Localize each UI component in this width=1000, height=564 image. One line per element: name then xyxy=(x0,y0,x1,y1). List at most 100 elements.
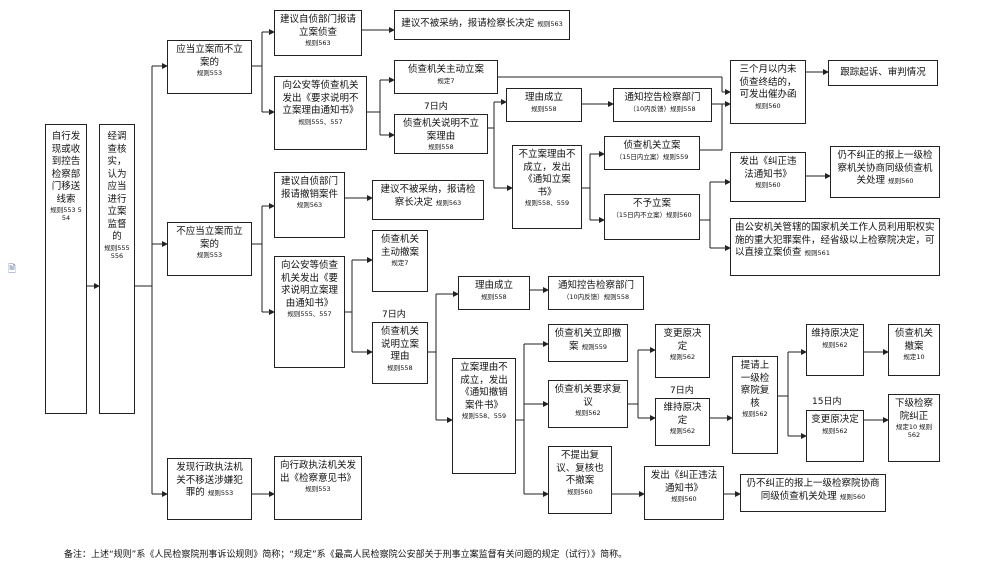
node-not-adopted-1-rule: 规则563 xyxy=(537,20,563,28)
node-suggest-withdraw-text: 建议自侦部门报请撤销案件 xyxy=(280,176,338,200)
node-request-review-text: 提请上一级检察院复核 xyxy=(740,360,770,409)
label-7days-3: 7日内 xyxy=(670,386,694,396)
node-direct-investigation-text: 由公安机关管辖的国家机关工作人员利用职权实施的重大犯罪案件，经省级以上检察院决定… xyxy=(735,222,935,259)
node-change-decision-1: 变更原决定 规则562 xyxy=(655,324,710,378)
node-agency-reconsideration: 侦查机关要求复议 规则562 xyxy=(548,380,628,428)
node-require-explain-file-rule: 规则555、557 xyxy=(287,310,332,319)
node-correction-notice-2: 发出《纠正违法通知书》 规则560 xyxy=(644,466,724,520)
node-maintain-decision-1-text: 维持原决定 xyxy=(663,402,702,426)
node-not-adopted-1-text: 建议不被采纳，报请检察长决定 xyxy=(401,18,535,29)
node-not-adopted-2-text: 建议不被采纳，报请检察长决定 xyxy=(380,184,476,208)
node-reason-valid-2-text: 理由成立 xyxy=(474,280,513,291)
node-should-not-file-rule: 规则553 xyxy=(196,251,223,260)
node-direct-investigation-rule: 规则561 xyxy=(804,249,830,258)
node-report-superior-1-rule: 规则560 xyxy=(888,177,914,186)
node-three-months-text: 三个月以内未侦查终结的，可发出催办函 xyxy=(739,64,797,101)
node-agency-files: 侦查机关主动立案 规定7 xyxy=(394,60,498,94)
node-maintain-decision-1-rule: 规则562 xyxy=(669,427,696,436)
node-lower-correct: 下级检察院纠正 规定10 规则562 xyxy=(888,394,940,462)
node-should-not-file: 不应当立案而立案的 规则553 xyxy=(167,222,252,276)
node-not-adopted-2-rule: 规则563 xyxy=(435,198,462,207)
node-reason-valid-1: 理由成立 规则558 xyxy=(506,88,582,122)
node-agency-immediate-withdraw: 侦查机关立即撤案 规则559 xyxy=(548,324,628,362)
node-should-file-text: 应当立案而不立案的 xyxy=(176,44,243,68)
node-verified-text: 经调查核实，认为应当进行立案监督的 xyxy=(107,131,127,243)
node-change-decision-1-rule: 规则562 xyxy=(669,353,696,362)
node-agency-reconsideration-text: 侦查机关要求复议 xyxy=(554,384,622,408)
node-agency-withdraws: 侦查机关主动撤案 规定7 xyxy=(372,230,428,292)
node-correction-notice-1-rule: 规则560 xyxy=(755,181,781,190)
node-lower-correct-text: 下级检察院纠正 xyxy=(894,398,933,422)
node-agency-reconsideration-rule: 规则562 xyxy=(575,409,601,418)
node-agency-withdraw-final-rule: 规定10 xyxy=(903,353,925,362)
node-agency-withdraws-rule: 规定7 xyxy=(391,259,409,268)
node-maintain-decision-1: 维持原决定 规则562 xyxy=(655,398,710,446)
node-reason-valid-2: 理由成立 规则558 xyxy=(458,276,530,310)
node-report-superior-1: 仍不纠正的报上一级检察机关协商同级侦查机关处理 规则560 xyxy=(830,146,940,198)
node-change-decision-2-text: 变更原决定 xyxy=(811,414,859,425)
node-suggest-investigate-rule: 规则563 xyxy=(305,39,331,48)
node-notify-complaint-1-rule: （10内反馈）规则558 xyxy=(629,104,696,113)
node-require-explain-file-text: 向公安等侦查机关发出《要求说明立案理由通知书》 xyxy=(280,260,338,309)
node-procuratorial-opinion-rule: 规则553 xyxy=(305,485,331,494)
label-7days-1: 7日内 xyxy=(424,102,448,112)
node-verified-rule: 规则555 556 xyxy=(104,243,130,260)
node-admin-no-transfer-text: 发现行政执法机关不移送涉嫌犯罪的 xyxy=(176,462,243,499)
node-change-decision-1-text: 变更原决定 xyxy=(663,328,702,352)
node-agency-files-text: 侦查机关主动立案 xyxy=(407,64,484,75)
node-no-reconsideration-rule: 规则560 xyxy=(567,487,593,496)
node-clue-source: 自行发现或收到控告检察部门移送线索 规则553 554 xyxy=(45,124,87,414)
node-should-not-file-text: 不应当立案而立案的 xyxy=(176,226,243,250)
node-procuratorial-opinion-text: 向行政执法机关发出《检察意见书》 xyxy=(279,460,356,484)
node-change-decision-2-rule: 规则562 xyxy=(822,426,848,435)
node-agency-withdraw-final-text: 侦查机关撤案 xyxy=(894,328,933,352)
node-lower-correct-rule: 规定10 规则562 xyxy=(895,423,933,439)
node-correction-notice-1: 发出《纠正违法通知书》 规则560 xyxy=(730,152,806,202)
node-admin-no-transfer-rule: 规则553 xyxy=(207,489,234,498)
node-refuse-file-text: 不予立案 xyxy=(632,198,671,209)
node-request-review: 提请上一级检察院复核 规则562 xyxy=(732,356,778,454)
node-admin-no-transfer: 发现行政执法机关不移送涉嫌犯罪的 规则553 xyxy=(167,458,252,520)
node-clue-source-rule: 规则553 554 xyxy=(50,206,82,222)
node-reason-invalid-1: 不立案理由不成立，发出《通知立案书》 规则558、559 xyxy=(512,145,582,229)
node-agency-files-case: 侦查机关立案 （15日内立案）规则559 xyxy=(604,136,700,170)
node-notify-complaint-2: 通知控告检察部门 （10内反馈）规则558 xyxy=(548,276,644,310)
node-no-reconsideration-text: 不提出复议、复核也不撤案 xyxy=(556,450,604,487)
node-refuse-file: 不予立案 （15日内不立案）规则560 xyxy=(604,194,700,240)
footnote: 备注：上述“规则”系《人民检察院刑事诉讼规则》简称；“规定”系《最高人民检察院公… xyxy=(64,550,628,560)
node-notify-complaint-2-text: 通知控告检察部门 xyxy=(557,280,634,291)
node-suggest-withdraw: 建议自侦部门报请撤销案件 规则563 xyxy=(274,172,345,238)
node-agency-explains-file-text: 侦查机关说明立案理由 xyxy=(380,326,419,363)
node-maintain-decision-2-text: 维持原决定 xyxy=(811,328,859,339)
node-no-reconsideration: 不提出复议、复核也不撤案 规则560 xyxy=(548,446,612,514)
node-agency-files-case-text: 侦查机关立案 xyxy=(623,140,681,151)
node-agency-immediate-withdraw-text: 侦查机关立即撤案 xyxy=(554,328,622,352)
node-suggest-investigate: 建议自侦部门报请立案侦查 规则563 xyxy=(274,10,362,56)
node-reason-valid-1-text: 理由成立 xyxy=(524,92,563,103)
node-reason-valid-1-rule: 规则558 xyxy=(531,104,557,113)
node-report-superior-2-text: 仍不纠正的报上一级检察院协商同级侦查机关处理 xyxy=(746,478,880,502)
node-agency-files-rule: 规定7 xyxy=(437,76,455,85)
node-reason-invalid-2-rule: 规则558、559 xyxy=(461,412,507,421)
node-agency-explains-text: 侦查机关说明不立案理由 xyxy=(402,118,479,142)
node-not-adopted-1: 建议不被采纳，报请检察长决定 规则563 xyxy=(394,10,570,40)
node-maintain-decision-2: 维持原决定 规则562 xyxy=(806,324,864,376)
node-agency-withdraws-text: 侦查机关主动撤案 xyxy=(380,234,419,258)
node-track-trial-text: 跟踪起诉、审判情况 xyxy=(840,67,926,78)
node-suggest-withdraw-rule: 规则563 xyxy=(296,201,323,210)
node-three-months-rule: 规则560 xyxy=(755,101,781,110)
node-request-review-rule: 规则562 xyxy=(742,410,768,419)
node-require-explain-no-file-rule: 规则555、557 xyxy=(298,117,343,126)
node-direct-investigation: 由公安机关管辖的国家机关工作人员利用职权实施的重大犯罪案件，经省级以上检察院决定… xyxy=(730,218,940,276)
node-correction-notice-1-text: 发出《纠正违法通知书》 xyxy=(739,156,797,180)
label-7days-2: 7日内 xyxy=(382,310,406,320)
node-not-adopted-2: 建议不被采纳，报请检察长决定 规则563 xyxy=(372,180,484,220)
node-agency-immediate-withdraw-rule: 规则559 xyxy=(581,342,607,351)
node-suggest-investigate-text: 建议自侦部门报请立案侦查 xyxy=(279,14,356,38)
node-require-explain-no-file-text: 向公安等侦查机关发出《要求说明不立案理由通知书》 xyxy=(282,80,359,117)
node-report-superior-2-rule: 规则560 xyxy=(839,492,866,501)
node-reason-invalid-2: 立案理由不成立，发出《通知撤销案件书》 规则558、559 xyxy=(452,358,516,474)
node-three-months: 三个月以内未侦查终结的，可发出催办函 规则560 xyxy=(730,60,806,124)
node-reason-invalid-1-text: 不立案理由不成立，发出《通知立案书》 xyxy=(518,149,576,198)
